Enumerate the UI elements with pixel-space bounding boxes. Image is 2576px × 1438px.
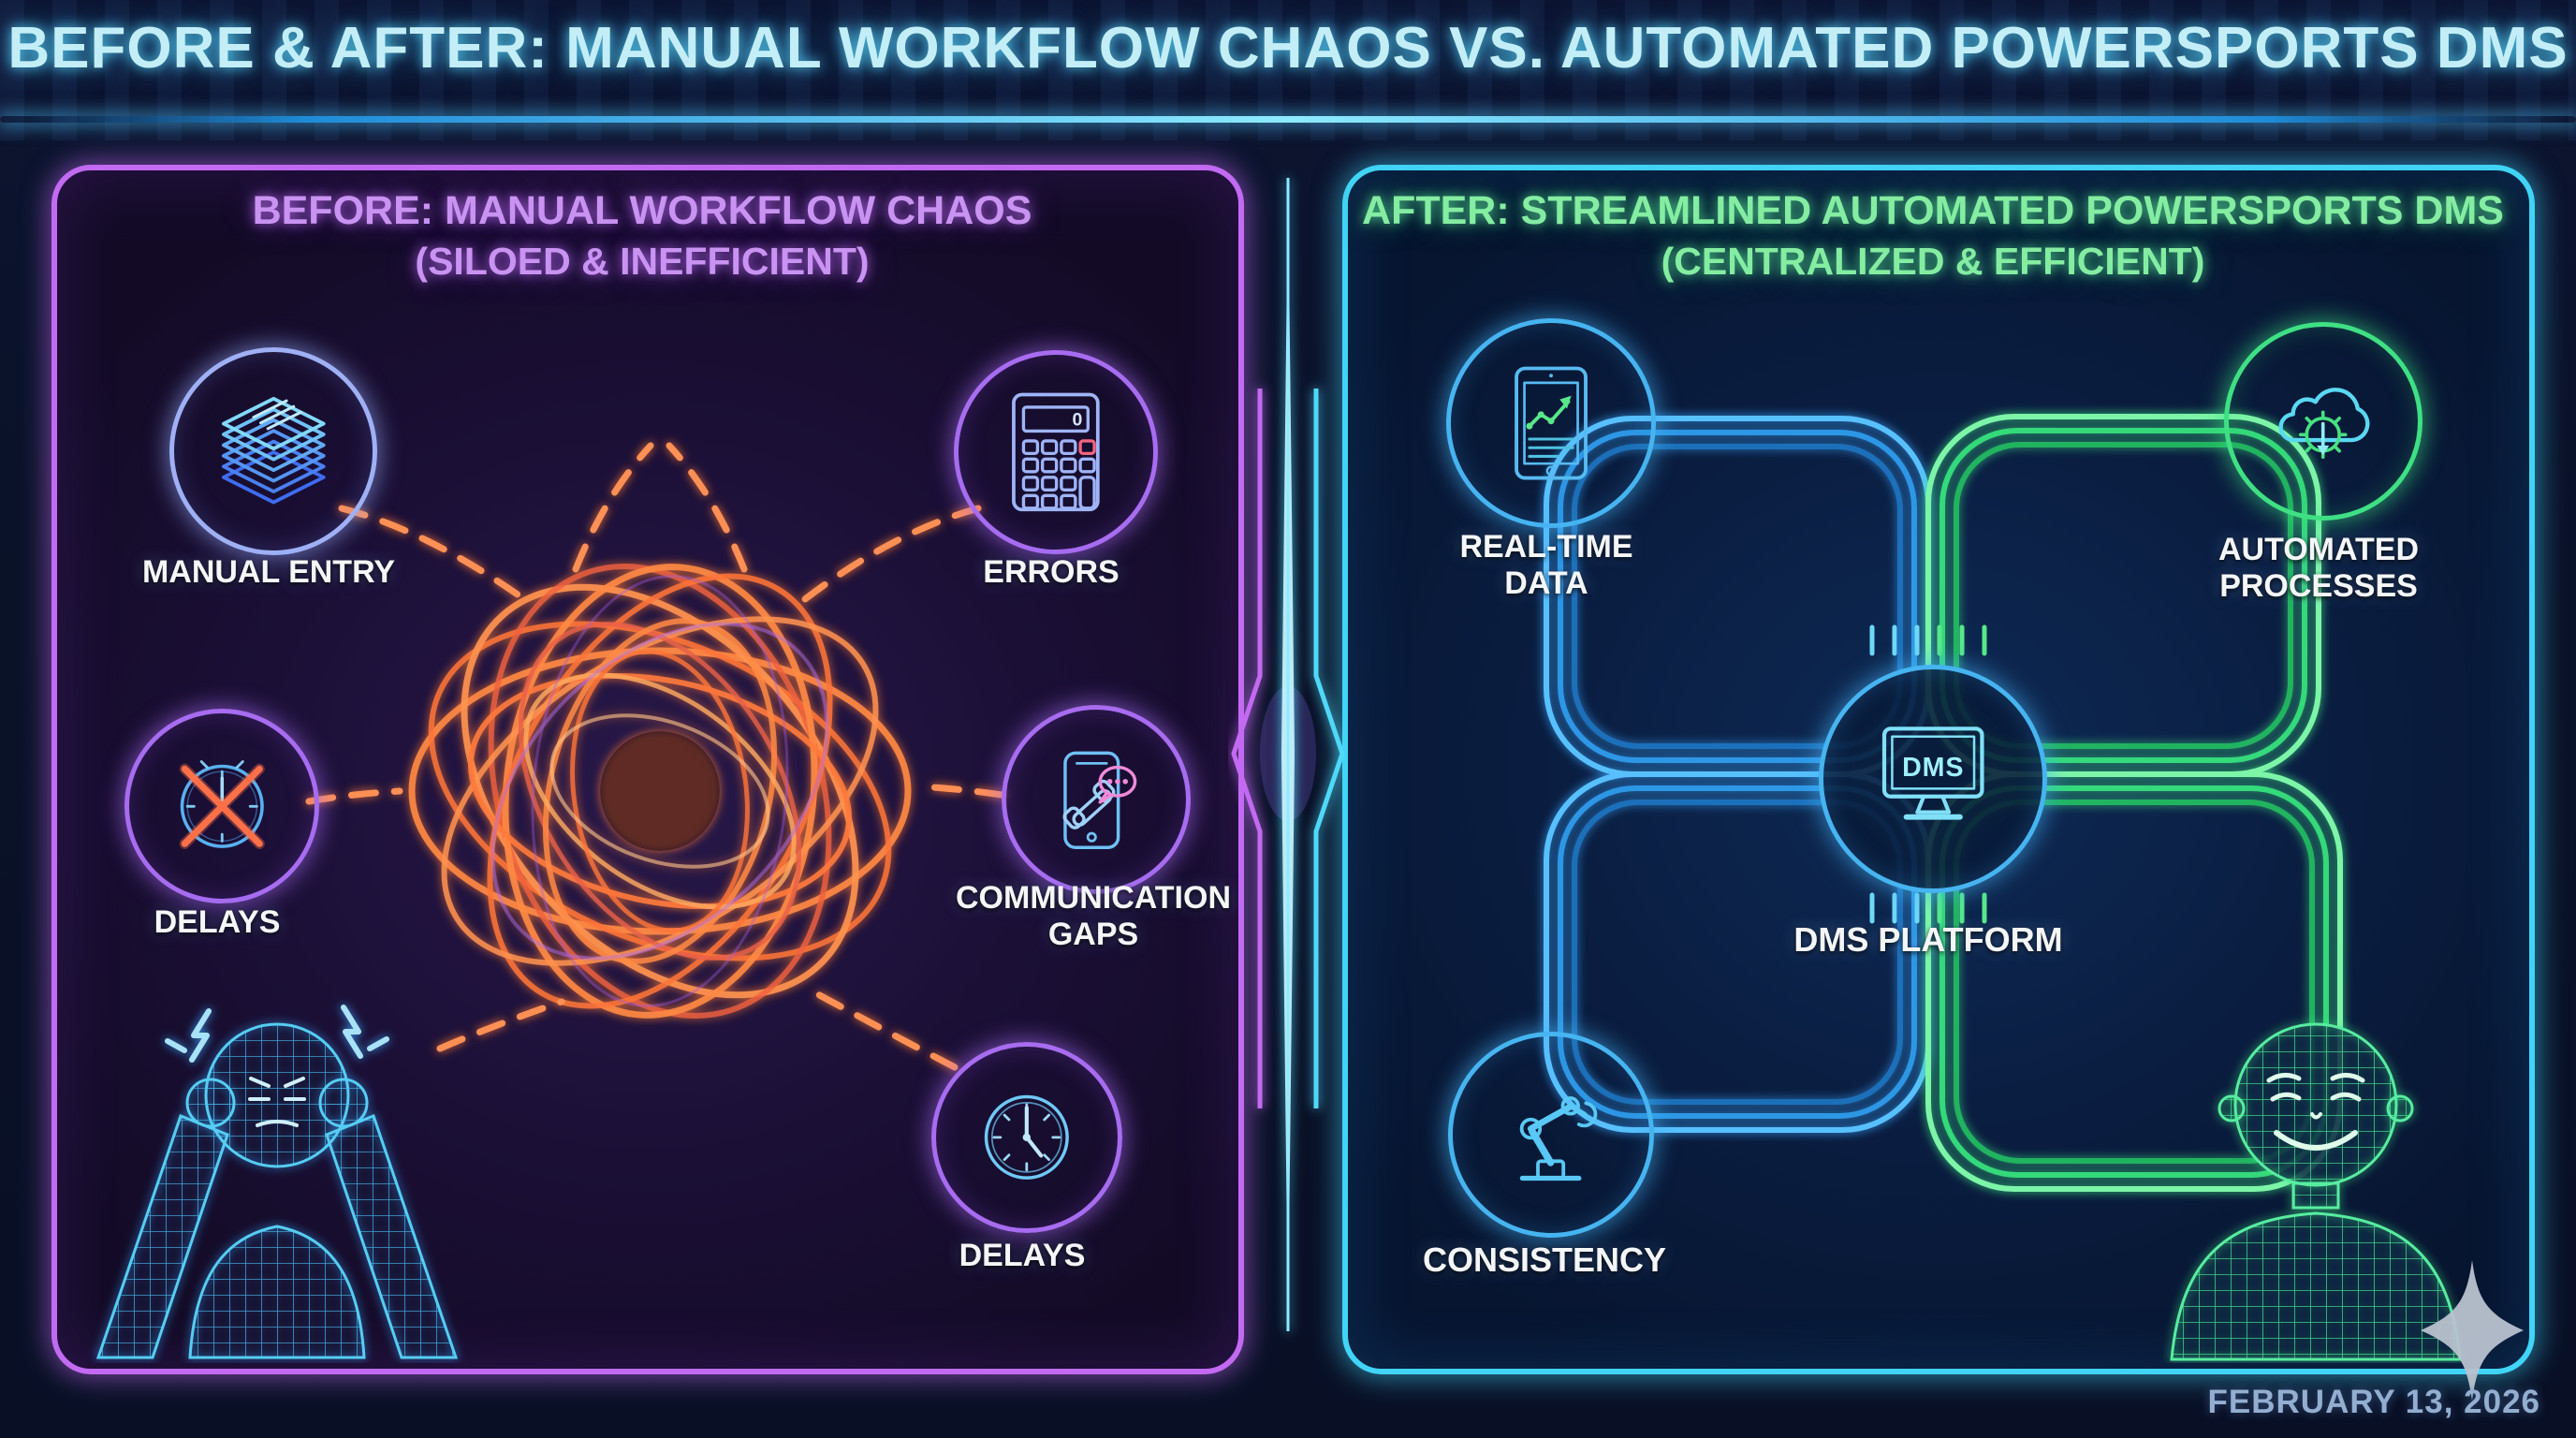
node-delays-top <box>124 709 319 903</box>
node-consistency <box>1448 1032 1654 1238</box>
center-divider <box>1231 178 1345 1331</box>
label-errors: ERRORS <box>983 554 1120 590</box>
clock-icon <box>984 1094 1070 1181</box>
pipes-green <box>1925 414 2343 1192</box>
crossed-clock-icon <box>179 759 265 849</box>
node-manual-entry <box>169 347 377 555</box>
calculator-display-value: 0 <box>1073 410 1083 431</box>
after-heading-line1: AFTER: STREAMLINED AUTOMATED POWERSPORTS… <box>1362 188 2504 233</box>
node-automated-processes <box>2224 322 2422 521</box>
stress-lightning-icon <box>165 1005 389 1063</box>
node-delays-bottom <box>931 1042 1122 1233</box>
happy-person-figure <box>2170 1022 2462 1361</box>
label-delays-bottom: DELAYS <box>959 1238 1086 1273</box>
node-errors: 0 <box>954 350 1158 554</box>
label-delays-top: DELAYS <box>154 904 281 940</box>
happy-face <box>2266 1073 2365 1151</box>
page-title: BEFORE & AFTER: MANUAL WORKFLOW CHAOS VS… <box>7 16 2569 81</box>
label-dms-platform: DMS PLATFORM <box>1793 920 2063 959</box>
robot-arm-icon <box>1520 1096 1598 1181</box>
stressed-face <box>248 1077 306 1127</box>
label-communication-gaps: COMMUNICATION GAPS <box>956 880 1231 953</box>
before-heading: BEFORE: MANUAL WORKFLOW CHAOS (SILOED & … <box>53 185 1231 286</box>
date-stamp: FEBRUARY 13, 2026 <box>2207 1384 2540 1420</box>
monitor-text: DMS <box>1902 753 1964 783</box>
paper-stack-icon <box>221 396 326 505</box>
node-dms-platform: DMS <box>1819 665 2047 893</box>
tablet-chart-icon <box>1515 366 1588 480</box>
label-manual-entry: MANUAL ENTRY <box>141 554 396 590</box>
label-consistency: CONSISTENCY <box>1422 1240 1667 1279</box>
chaos-tangle <box>408 564 912 1019</box>
label-real-time-data: REAL-TIME DATA <box>1459 529 1633 602</box>
stressed-person-figure <box>95 1005 459 1359</box>
chip-ticks <box>1869 624 1987 924</box>
after-heading-line2: (CENTRALIZED & EFFICIENT) <box>1661 240 2205 284</box>
cloud-gear-icon <box>2278 388 2370 460</box>
sparkle-icon <box>2421 1260 2524 1401</box>
node-real-time-data <box>1446 318 1656 528</box>
before-heading-line1: BEFORE: MANUAL WORKFLOW CHAOS <box>252 188 1032 233</box>
calculator-icon: 0 <box>1012 392 1100 512</box>
label-automated-processes: AUTOMATED PROCESSES <box>2217 532 2420 605</box>
node-communication-gaps <box>1002 705 1191 894</box>
title-underline <box>0 116 2576 123</box>
before-heading-line2: (SILOED & INEFFICIENT) <box>415 240 870 284</box>
monitor-icon: DMS <box>1881 726 1984 820</box>
phone-chat-icon <box>1062 751 1137 849</box>
after-heading: AFTER: STREAMLINED AUTOMATED POWERSPORTS… <box>1344 185 2522 286</box>
pipe-network <box>1544 414 2462 1361</box>
chaos-graphics <box>95 442 1005 1359</box>
